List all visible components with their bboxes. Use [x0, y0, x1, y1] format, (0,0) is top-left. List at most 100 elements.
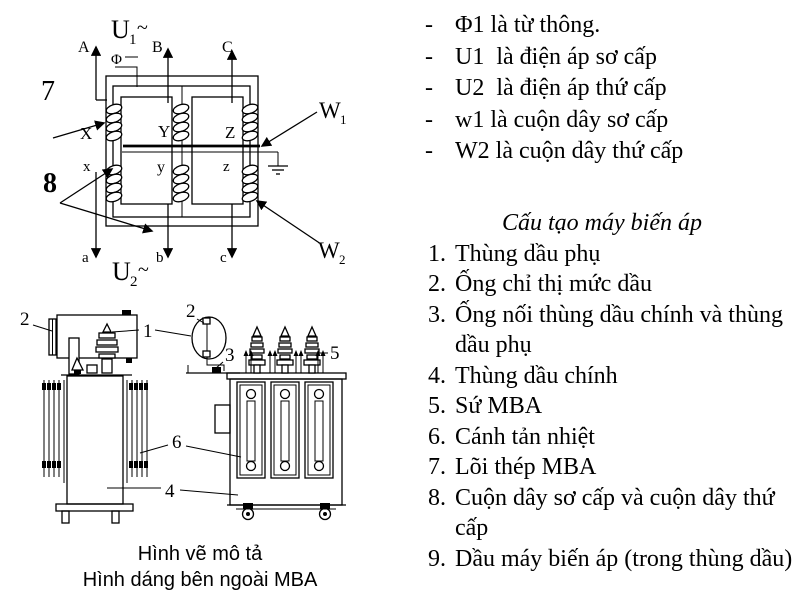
list-number: 9. — [428, 545, 446, 572]
list-item: 1. Thùng dầu phụ — [428, 239, 800, 270]
list-item: 6. Cánh tản nhiệt — [428, 422, 800, 453]
section-heading: Cấu tạo máy biến áp — [502, 209, 702, 236]
callout-2-side: 2 — [20, 309, 30, 330]
list-text: Dầu máy biến áp (trong thùng dầu) — [455, 545, 793, 572]
conservator-end-view — [191, 316, 227, 360]
list-item: 5. Sứ MBA — [428, 391, 800, 422]
list-item: 8. Cuộn dây sơ cấp và cuộn dây thứ cấp — [428, 483, 800, 544]
wheel-icon — [241, 507, 255, 521]
list-number: 3. — [428, 301, 446, 328]
list-number: 7. — [428, 454, 446, 480]
callout-5: 5 — [330, 343, 340, 364]
terminal-c-label: c — [220, 250, 227, 266]
transformer-external-view-drawing: 2 1 2 3 5 6 4 — [20, 301, 347, 524]
terminal-a-label: a — [82, 250, 89, 266]
legend-text: U2 là điện áp thứ cấp — [455, 75, 667, 101]
legend-dash: - — [425, 12, 433, 38]
winding-Y-label: Y — [158, 122, 170, 141]
legend-item: - U1 là điện áp sơ cấp — [425, 42, 800, 74]
list-text: Cánh tản nhiệt — [455, 423, 595, 450]
primary-winding-coils — [105, 103, 259, 142]
list-number: 2. — [428, 271, 446, 297]
legend-item: - W2 là cuộn dây thứ cấp — [425, 136, 800, 168]
base-plate — [55, 503, 134, 512]
list-text: Thùng dầu chính — [455, 362, 618, 389]
list-text: Thùng dầu phụ — [455, 240, 601, 267]
bushings-front-view — [248, 325, 321, 374]
callout-arrows — [52, 111, 322, 245]
legend-dash: - — [425, 43, 433, 70]
bushing-side-view — [95, 322, 119, 374]
legend-dash: - — [425, 106, 433, 133]
conservator-tank — [56, 314, 138, 359]
figure-caption: Hình vẽ mô tả Hình dáng bên ngoài MBA — [0, 541, 400, 593]
front-view — [186, 316, 347, 521]
primary-voltage-label: U — [111, 15, 130, 44]
w2-sub: 2 — [339, 252, 346, 267]
legend-text: w1 là cuộn dây sơ cấp — [455, 106, 669, 133]
winding-y-label: y — [157, 159, 165, 176]
callout-4: 4 — [165, 481, 175, 502]
symbol-legend: - Φ1 là từ thông. - U1 là điện áp sơ cấp… — [400, 0, 800, 168]
side-view — [42, 310, 148, 524]
magnetic-core — [105, 75, 259, 227]
figure-caption-line2: Hình dáng bên ngoài MBA — [82, 569, 318, 591]
list-text: Cuộn dây sơ cấp và cuộn dây thứ cấp — [455, 484, 775, 542]
list-item: 7. Lõi thép MBA — [428, 452, 800, 483]
terminal-b-label: b — [156, 250, 164, 266]
secondary-voltage-label: U — [112, 257, 131, 286]
structure-list: 1. Thùng dầu phụ 2. Ống chỉ thị mức dầu … — [400, 239, 800, 575]
tank-lid-front — [226, 372, 347, 380]
list-number: 8. — [428, 484, 446, 511]
list-item: 2. Ống chỉ thị mức dầu — [428, 269, 800, 300]
list-text: Sứ MBA — [455, 393, 543, 419]
secondary-voltage-sub: 2 — [130, 274, 138, 290]
radiator-panels — [236, 381, 334, 479]
figure-caption-line1: Hình vẽ mô tả — [137, 543, 263, 565]
list-text: Lõi thép MBA — [455, 454, 597, 480]
list-number: 4. — [428, 362, 446, 389]
primary-leads — [90, 45, 238, 103]
neutral-bus-and-ground — [122, 144, 288, 175]
base-and-wheels — [227, 503, 346, 521]
secondary-voltage-tilde: ~ — [138, 259, 149, 281]
terminal-C-label: C — [222, 39, 233, 56]
transformer-schematic-diagram: U 1 ~ U 2 ~ Φ A B C a b c X Y Z x y z 7 … — [41, 15, 347, 290]
callout-6: 6 — [172, 432, 182, 453]
list-item: 3. Ống nối thùng dầu chính và thùng dầu … — [428, 300, 800, 361]
list-item: 9. Dầu máy biến áp (trong thùng dầu) — [428, 544, 800, 575]
w1-sub: 1 — [340, 112, 347, 127]
primary-voltage-sub: 1 — [129, 32, 137, 48]
list-number: 6. — [428, 423, 446, 450]
list-number: 5. — [428, 393, 446, 419]
callout-1: 1 — [143, 321, 153, 342]
list-text: Ống nối thùng dầu chính và thùng dầu phụ — [455, 301, 783, 359]
w1-label: W — [319, 98, 341, 123]
terminal-B-label: B — [152, 39, 163, 56]
legend-item: - Φ1 là từ thông. — [425, 10, 800, 42]
callout-2-front: 2 — [186, 301, 196, 322]
winding-Z-label: Z — [225, 123, 235, 142]
legend-dash: - — [425, 75, 433, 101]
radiator-fins-left — [42, 380, 65, 483]
w2-label: W — [318, 238, 340, 263]
legend-dash: - — [425, 138, 433, 164]
oil-pipe — [206, 358, 225, 371]
legend-item: - w1 là cuộn dây sơ cấp — [425, 105, 800, 137]
legend-text: Φ1 là từ thông. — [455, 12, 601, 38]
callout-leader-lines — [32, 318, 328, 496]
text-column: - Φ1 là từ thông. - U1 là điện áp sơ cấp… — [400, 0, 800, 574]
callout-3: 3 — [225, 345, 235, 366]
radiator-fins-right — [126, 380, 148, 483]
winding-X-label: X — [80, 124, 92, 143]
primary-voltage-tilde: ~ — [137, 17, 148, 39]
legend-text: W2 là cuộn dây thứ cấp — [455, 138, 684, 164]
callout-8-windings: 8 — [43, 168, 57, 199]
flux-symbol: Φ — [111, 52, 122, 68]
legend-item: - U2 là điện áp thứ cấp — [425, 73, 800, 105]
list-item: 4. Thùng dầu chính — [428, 361, 800, 392]
ground-symbol-icon — [268, 165, 288, 175]
list-text: Ống chỉ thị mức dầu — [455, 271, 652, 297]
main-tank-side — [66, 375, 124, 505]
